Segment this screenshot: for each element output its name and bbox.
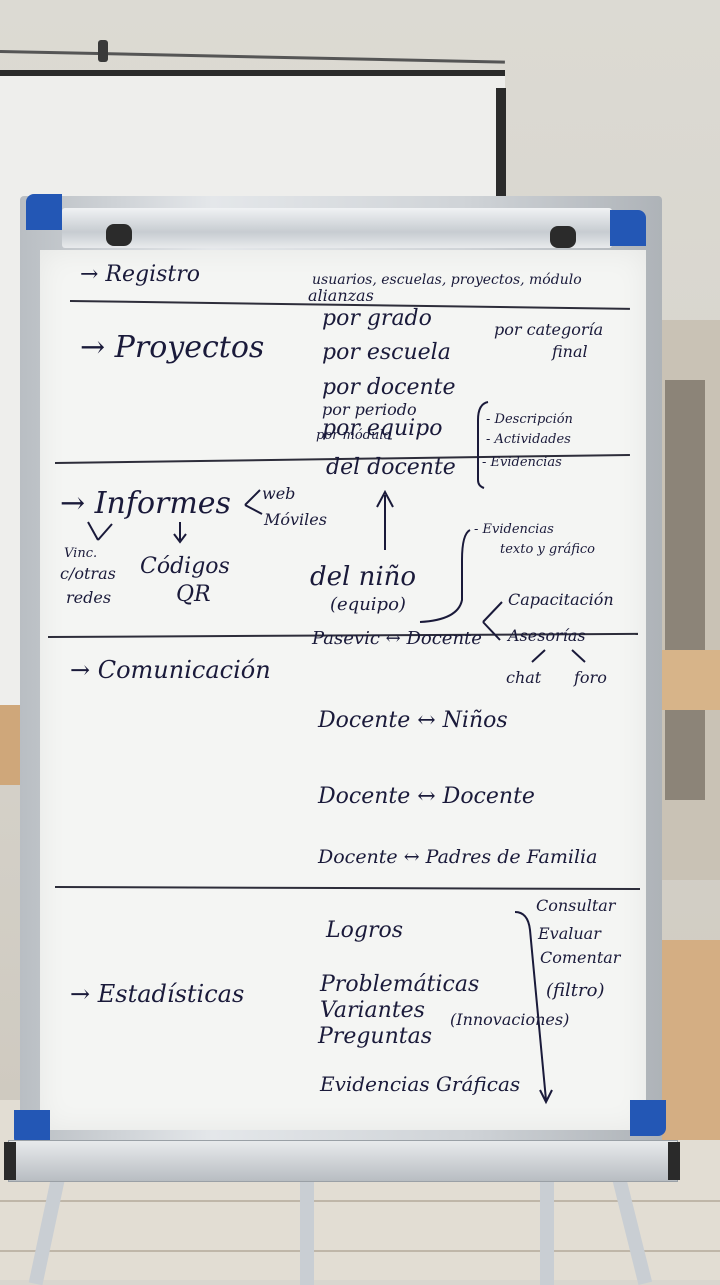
proyectos-item: por equipo [322, 416, 443, 441]
chat-text: chat [506, 668, 542, 687]
vinc-text: c/otras [60, 564, 116, 583]
proyectos-side: por categoría [494, 320, 604, 339]
informes-channel: web [262, 484, 296, 503]
codigos-text: Códigos [140, 554, 230, 579]
brace-line [477, 401, 489, 489]
registro-detail: usuarios, escuelas, proyectos, módulo [312, 272, 582, 288]
comunicacion-pair: Docente ↔ Docente [318, 784, 535, 809]
branch-arrow [531, 649, 586, 663]
capacitacion-text: Capacitación [508, 590, 614, 609]
docente-list-item: - Descripción [486, 412, 573, 427]
easel-leg [540, 1175, 554, 1285]
whiteboard [40, 250, 646, 1130]
estadisticas-action: Comentar [540, 948, 621, 967]
down-arrow [173, 522, 187, 544]
estadisticas-action: (filtro) [546, 980, 605, 1001]
doorway-shadow [665, 380, 705, 800]
rail-clip [550, 226, 576, 248]
proyectos-item: por grado [322, 306, 432, 331]
docente-list-item: - Actividades [486, 432, 571, 447]
screen-hook [98, 40, 108, 62]
brace-line [419, 529, 471, 623]
informes-label: → Informes [60, 486, 231, 521]
screen-edge [496, 88, 506, 208]
proyectos-item: por módulo [316, 428, 392, 443]
estadisticas-label: → Estadísticas [70, 980, 245, 1008]
proyectos-item: por escuela [322, 340, 451, 365]
easel-leg [300, 1175, 314, 1285]
proyectos-label: → Proyectos [80, 330, 265, 365]
estadisticas-item: Problemáticas [320, 972, 480, 997]
proyectos-item: por periodo [322, 400, 417, 419]
registro-detail: alianzas [308, 286, 374, 305]
informes-channel: Móviles [264, 510, 327, 529]
frame-corner [610, 210, 646, 246]
foro-text: foro [574, 668, 607, 687]
equipo-text: (equipo) [330, 594, 406, 615]
innovaciones-text: (Innovaciones) [450, 1010, 570, 1029]
docente-list-item: - Evidencias [482, 455, 562, 470]
estadisticas-item: Evidencias Gráficas [320, 1072, 521, 1096]
evidencias-text: - Evidencias [474, 522, 554, 537]
estadisticas-item: Logros [326, 918, 403, 943]
vinc-text: redes [66, 588, 112, 607]
table [655, 650, 720, 710]
comunicacion-label: → Comunicación [70, 656, 271, 684]
branch-arrow [482, 601, 503, 641]
del-nino: del niño [310, 562, 417, 592]
floor-tile-line [0, 1250, 720, 1252]
floor-tile-line [0, 1200, 720, 1202]
del-docente: del docente [326, 455, 456, 480]
comunicacion-pair: Pasevic ↔ Docente [312, 628, 482, 649]
tray-cap [4, 1142, 16, 1180]
up-arrow [376, 489, 394, 550]
comunicacion-pair: Docente ↔ Niños [318, 708, 508, 733]
estadisticas-action: Evaluar [538, 924, 601, 943]
proyectos-item: por docente [322, 375, 456, 400]
paper-clip-rail [62, 208, 612, 248]
frame-corner [26, 194, 62, 230]
rail-clip [106, 224, 132, 246]
table [660, 940, 720, 1140]
estadisticas-item: Variantes [320, 998, 425, 1023]
down-arrow [514, 911, 553, 1105]
tray-cap [668, 1142, 680, 1180]
marker-tray [8, 1140, 678, 1182]
estadisticas-action: Consultar [536, 896, 616, 915]
registro-label: → Registro [80, 262, 201, 287]
vinc-text: Vinc. [64, 546, 98, 561]
branch-arrow [244, 489, 263, 515]
asesorias-text: Asesorías [508, 626, 586, 645]
frame-corner [630, 1100, 666, 1136]
comunicacion-pair: Docente ↔ Padres de Familia [318, 846, 598, 868]
estadisticas-item: Preguntas [318, 1024, 433, 1049]
codigos-text: QR [176, 582, 211, 607]
proyectos-side: final [552, 342, 588, 361]
check-arrow [87, 521, 113, 541]
evidencias-text: texto y gráfico [500, 542, 595, 557]
